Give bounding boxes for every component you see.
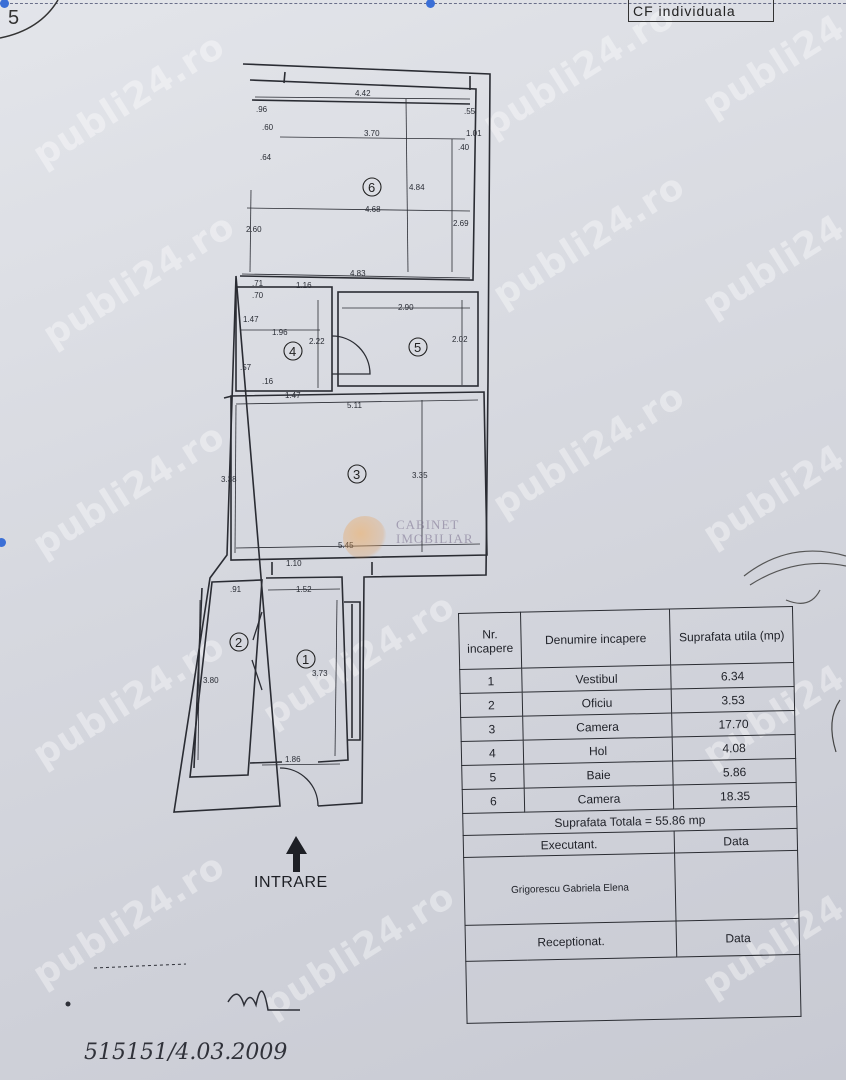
dim-label: 2.69 xyxy=(453,219,469,228)
dim-label: .71 xyxy=(252,279,264,288)
room-area-table: Nr. incapere Denumire incapere Suprafata… xyxy=(458,606,802,1024)
room2-wall xyxy=(189,579,263,778)
selection-frame xyxy=(0,3,846,4)
dim-label: .96 xyxy=(256,105,268,114)
dim-label: 3.38 xyxy=(221,475,237,484)
dim-label: .64 xyxy=(260,153,272,162)
room-number-4: 4 xyxy=(289,344,296,359)
dim-label: .60 xyxy=(262,123,274,132)
date-value xyxy=(674,850,799,921)
dim-label: .70 xyxy=(252,291,264,300)
dim-label: 3.35 xyxy=(412,471,428,480)
resize-handle-top-left[interactable] xyxy=(0,0,9,8)
room3-wall xyxy=(230,391,488,561)
room4-wall xyxy=(235,286,333,392)
dim-label: 1.10 xyxy=(286,559,302,568)
date-label: Data xyxy=(676,918,800,957)
stamp-seal xyxy=(743,550,846,604)
dim-label: .91 xyxy=(230,585,242,594)
resize-handle-left-center[interactable] xyxy=(0,538,6,547)
dim-label: 1.16 xyxy=(296,281,312,290)
room1-wall xyxy=(249,576,349,764)
entrance-arrow-icon xyxy=(286,836,307,872)
dim-label: 4.84 xyxy=(409,183,425,192)
dim-label: 4.68 xyxy=(365,205,381,214)
dim-label: 4.42 xyxy=(355,89,371,98)
stamp-number: 515151/4.03.2009 xyxy=(84,1040,288,1065)
cabinet-logo xyxy=(343,516,387,560)
dim-label: 1.86 xyxy=(285,755,301,764)
room-number-6: 6 xyxy=(368,180,375,195)
corner-mark-text: 5 xyxy=(8,7,19,29)
room-number-3: 3 xyxy=(353,467,360,482)
cabinet-watermark: CABINET IMOBILIAR xyxy=(396,517,474,546)
header-nr: Nr. incapere xyxy=(458,612,522,670)
dim-label: 2.22 xyxy=(309,337,325,346)
room6-inner-wall xyxy=(239,79,477,281)
dim-label: .16 xyxy=(262,377,274,386)
dim-label: 1.47 xyxy=(243,315,259,324)
header-area: Suprafata utila (mp) xyxy=(669,606,794,666)
receptionat-label: Receptionat. xyxy=(465,920,678,962)
receptionat-signature-area xyxy=(465,954,802,1024)
dim-label: 1.01 xyxy=(466,129,482,138)
dim-label: .40 xyxy=(458,143,470,152)
door-entrance-arc xyxy=(279,767,319,807)
executant-name: Grigorescu Gabriela Elena xyxy=(463,853,677,926)
resize-handle-top-center[interactable] xyxy=(426,0,435,8)
dim-label: 1.47 xyxy=(285,391,301,400)
dim-label: 3.80 xyxy=(203,676,219,685)
dim-label: 4.83 xyxy=(350,269,366,278)
room-number-2: 2 xyxy=(235,635,242,650)
room-number-1: 1 xyxy=(302,652,309,667)
dim-label: 3.70 xyxy=(364,129,380,138)
date-label: Data xyxy=(674,828,798,854)
signature-scribble xyxy=(227,990,300,1011)
dim-label: 3.73 xyxy=(312,669,328,678)
dim-label: 2.60 xyxy=(246,225,262,234)
dim-label: 1.96 xyxy=(272,328,288,337)
dim-label: 2.02 xyxy=(452,335,468,344)
room5-wall xyxy=(337,291,479,387)
dim-label: .55 xyxy=(464,107,476,116)
dim-label: .57 xyxy=(240,363,252,372)
room-number-5: 5 xyxy=(414,340,421,355)
door-hol-arc xyxy=(331,335,371,375)
dim-label: 1.52 xyxy=(296,585,312,594)
corner-circle-mark xyxy=(0,0,59,39)
dim-label: 2.90 xyxy=(398,303,414,312)
entrance-label: INTRARE xyxy=(254,874,328,891)
cf-label-box: CF individuala xyxy=(628,0,774,22)
dim-label: 5.11 xyxy=(347,401,363,410)
outer-wall xyxy=(173,63,491,813)
header-name: Denumire incapere xyxy=(520,609,671,669)
